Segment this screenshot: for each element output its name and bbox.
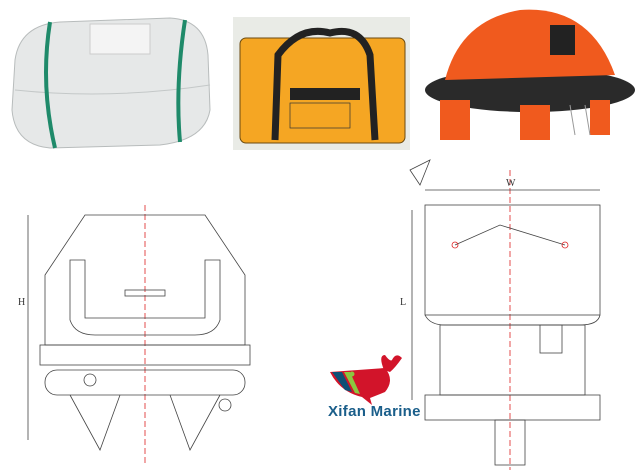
- xifan-marine-logo-text: Xifan Marine: [328, 403, 421, 420]
- length-dimension-label: L: [400, 297, 406, 308]
- height-dimension-label: H: [18, 297, 25, 308]
- valise-bag-photo: [233, 17, 410, 150]
- liferaft-container-photo: [5, 10, 215, 150]
- inflated-liferaft-photo: [420, 5, 635, 150]
- width-dimension-label: W: [506, 178, 516, 189]
- side-view-drawing: [409, 159, 601, 470]
- xifan-marine-logo-whale: [330, 355, 402, 405]
- front-view-drawing: [27, 205, 251, 465]
